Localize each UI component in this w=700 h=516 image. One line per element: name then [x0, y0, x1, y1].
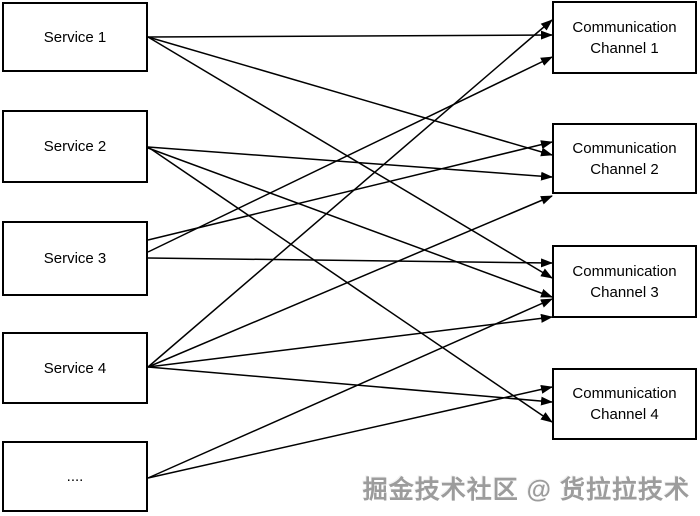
arrow-service-1-to-channel-2	[147, 36, 553, 157]
channel-box-2: Communication Channel 2	[552, 123, 697, 194]
channel-label-line2: Channel 3	[590, 283, 659, 301]
arrow-service-2-to-channel-2	[147, 146, 553, 181]
channel-label-line1: Communication	[572, 18, 677, 36]
service-box-2: Service 2	[2, 110, 148, 183]
service-box-1: Service 1	[2, 2, 148, 72]
arrow-service-4-to-channel-2	[147, 195, 553, 368]
service-label: ....	[66, 468, 84, 485]
service-label: Service 4	[43, 359, 107, 377]
arrow-service-2-to-channel-3	[147, 147, 553, 298]
arrow-service-more-to-channel-3	[147, 298, 553, 479]
arrow-service-1-to-channel-1	[147, 30, 553, 40]
channel-label-line2: Channel 2	[590, 160, 659, 178]
arrow-service-more-to-channel-4	[147, 385, 553, 479]
channel-box-3: Communication Channel 3	[552, 245, 697, 318]
service-label: Service 2	[43, 138, 107, 155]
watermark-text: 掘金技术社区 @ 货拉拉技术	[362, 476, 690, 504]
channel-label-line1: Communication	[572, 262, 677, 280]
arrow-service-3-to-channel-1	[147, 56, 553, 253]
service-box-3: Service 3	[2, 221, 148, 296]
channel-box-4: Communication Channel 4	[552, 368, 697, 440]
arrow-service-4-to-channel-1	[147, 19, 553, 368]
channel-label-line2: Channel 1	[590, 39, 659, 57]
arrow-service-3-to-channel-3	[147, 257, 553, 268]
arrow-service-4-to-channel-3	[147, 313, 553, 368]
service-box-more: ....	[2, 441, 148, 512]
service-label: Service 3	[43, 250, 107, 267]
channel-label-line1: Communication	[572, 139, 677, 157]
arrow-service-4-to-channel-4	[147, 366, 553, 406]
arrow-service-2-to-channel-4	[147, 146, 553, 423]
channel-box-1: Communication Channel 1	[552, 1, 697, 74]
service-box-4: Service 4	[2, 332, 148, 404]
arrow-service-3-to-channel-2	[147, 140, 553, 241]
channel-label-line2: Channel 4	[590, 406, 659, 423]
service-label: Service 1	[43, 28, 107, 46]
arrow-service-1-to-channel-3	[147, 36, 553, 279]
channel-label-line1: Communication	[572, 385, 677, 402]
